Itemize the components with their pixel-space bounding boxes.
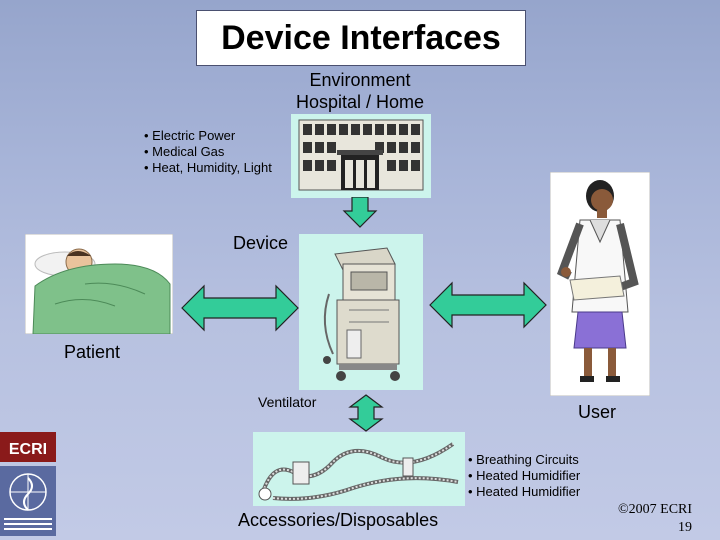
device-label: Device	[233, 233, 289, 253]
ventilator-icon	[299, 234, 423, 390]
environment-line1: Environment	[309, 70, 411, 90]
breathing-circuit-icon	[253, 432, 465, 506]
accessories-item: • Heated Humidifier	[468, 484, 581, 499]
copyright-text: ©2007 ECRI	[618, 502, 693, 517]
environment-list: • Electric Power • Medical Gas • Heat, H…	[144, 128, 272, 176]
accessories-list: • Breathing Circuits • Heated Humidifier…	[468, 452, 580, 500]
environment-item: • Medical Gas	[144, 144, 225, 159]
ecri-who-logo-icon: ECRI	[0, 432, 56, 536]
accessories-label: Accessories/Disposables	[238, 510, 439, 530]
accessories-item: • Breathing Circuits	[468, 452, 579, 467]
accessories-item: • Heated Humidifier	[468, 468, 581, 483]
environment-item: • Heat, Humidity, Light	[144, 160, 272, 175]
device-user-double-arrow	[429, 281, 547, 329]
environment-heading: Environment Hospital / Home	[270, 69, 450, 113]
slide-number: 19	[678, 520, 692, 535]
user-label: User	[578, 402, 617, 422]
ventilator-label: Ventilator	[258, 394, 317, 410]
environment-to-device-arrow	[342, 197, 378, 228]
environment-item: • Electric Power	[144, 128, 236, 143]
svg-text:ECRI: ECRI	[9, 441, 47, 458]
clinician-user-icon	[550, 172, 650, 396]
environment-line2: Hospital / Home	[295, 92, 425, 112]
hospital-building-icon	[291, 114, 431, 198]
patient-device-double-arrow	[181, 284, 299, 332]
slide-title: Device Interfaces	[221, 18, 501, 57]
device-accessories-double-arrow	[348, 394, 384, 432]
patient-label: Patient	[64, 342, 121, 362]
title-box: Device Interfaces	[196, 10, 526, 66]
patient-in-bed-icon	[25, 234, 173, 334]
